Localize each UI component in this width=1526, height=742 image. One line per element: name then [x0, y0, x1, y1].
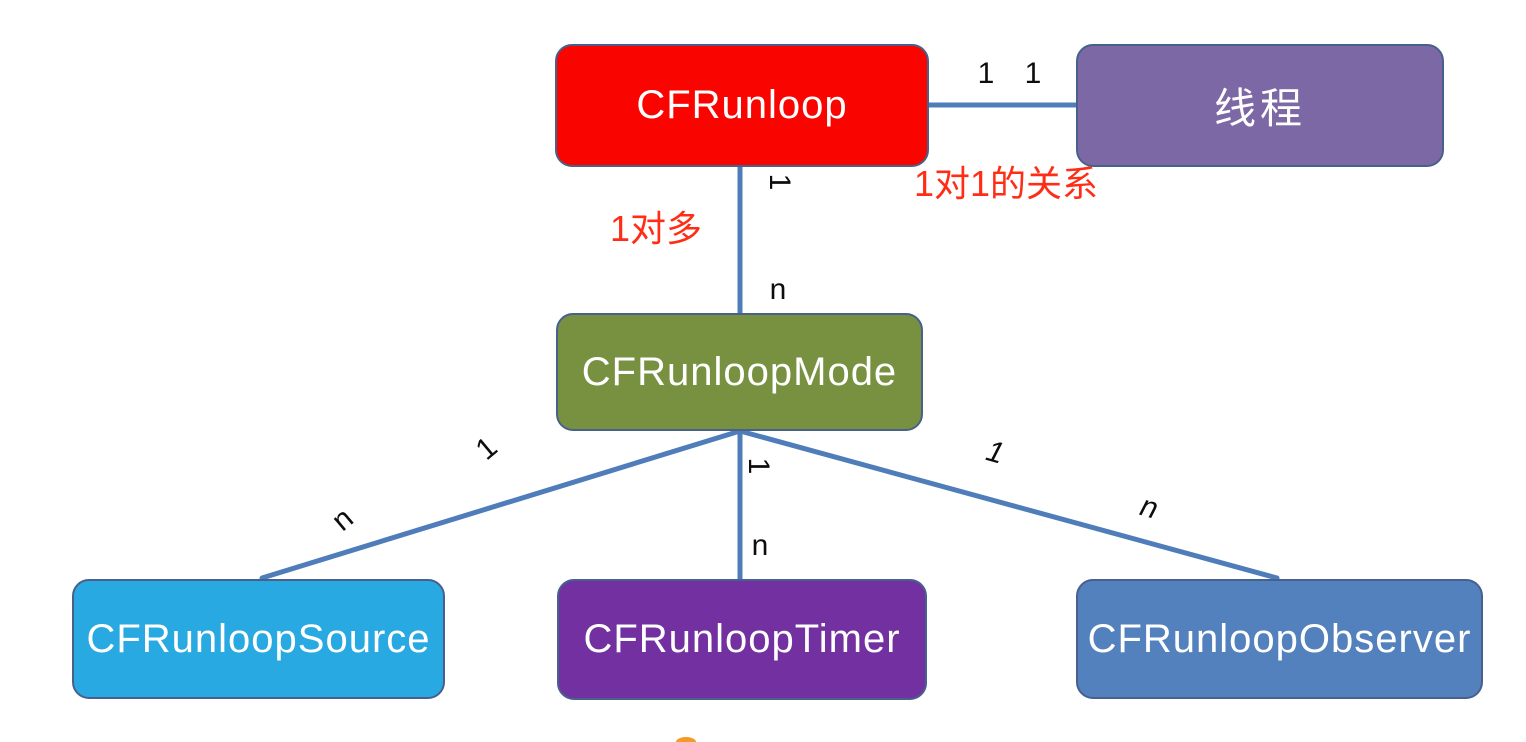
orange-artifact-mark: [676, 737, 696, 742]
multiplicity-mode-timer-bottom: n: [751, 529, 769, 562]
node-cfrunloop-label: CFRunloop: [636, 83, 848, 127]
annotation-one-to-one: 1对1的关系: [914, 163, 1099, 204]
node-cfrunloop: CFRunloop: [555, 44, 929, 167]
node-cfrunloopsource-label: CFRunloopSource: [86, 616, 431, 661]
node-thread-label: 线程: [1213, 87, 1306, 133]
node-cfrunloopobserver: CFRunloopObserver: [1076, 579, 1483, 699]
node-cfrunlooptimer-label: CFRunloopTimer: [583, 617, 901, 661]
node-cfrunloopmode-label: CFRunloopMode: [581, 349, 898, 394]
node-cfrunloopobserver-label: CFRunloopObserver: [1087, 616, 1472, 661]
multiplicity-runloop-mode-bottom: n: [769, 273, 787, 306]
node-cfrunloopsource: CFRunloopSource: [72, 579, 445, 699]
edge-mode-observer: [737, 428, 1280, 581]
annotation-one-to-many: 1对多: [610, 208, 703, 249]
multiplicity-runloop-side: 1: [977, 57, 995, 90]
multiplicity-mode-timer-top: 1: [742, 457, 775, 475]
node-cfrunlooptimer: CFRunloopTimer: [557, 579, 927, 700]
edge-mode-source: [259, 428, 743, 581]
multiplicity-thread-side: 1: [1024, 57, 1042, 90]
node-cfrunloopmode: CFRunloopMode: [556, 313, 923, 431]
node-thread: 线程: [1076, 44, 1444, 167]
multiplicity-runloop-mode-top: 1: [763, 173, 796, 191]
